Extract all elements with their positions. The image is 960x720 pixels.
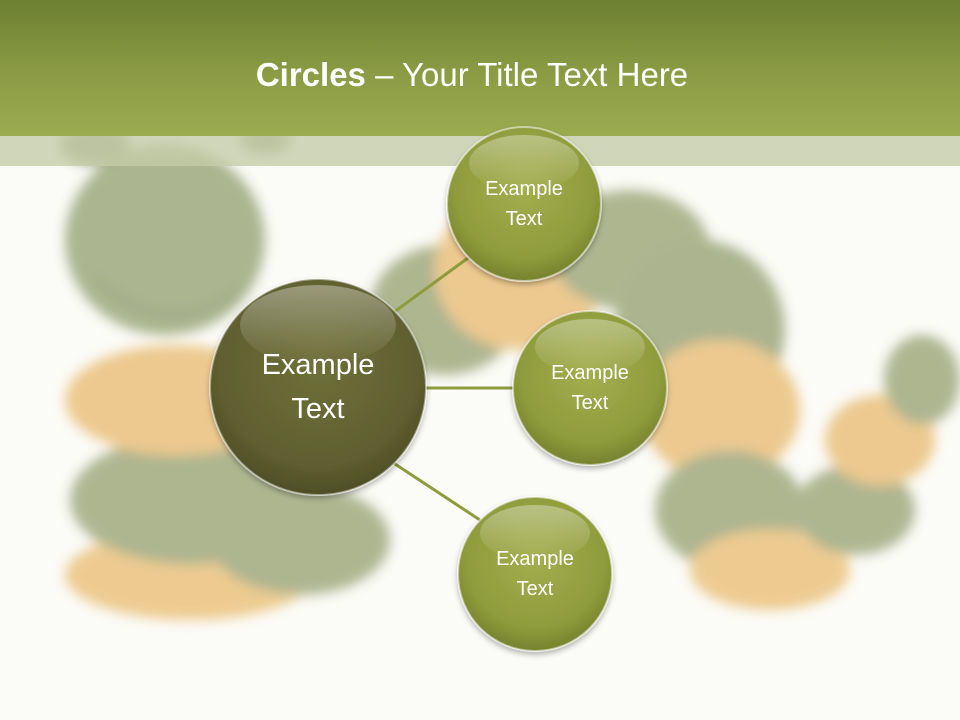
header-band [0,0,960,136]
connector-line-1 [389,256,469,317]
connector-line-3 [391,460,481,522]
center-circle [209,278,427,496]
slide-title: Circles – Your Title Text Here [0,52,944,98]
title-bold: Circles [255,56,366,93]
satellite-circle-2 [512,310,668,466]
satellite-circle-1 [446,126,602,282]
satellite-circle-3 [457,496,613,652]
title-rest: – Your Title Text Here [365,56,689,93]
